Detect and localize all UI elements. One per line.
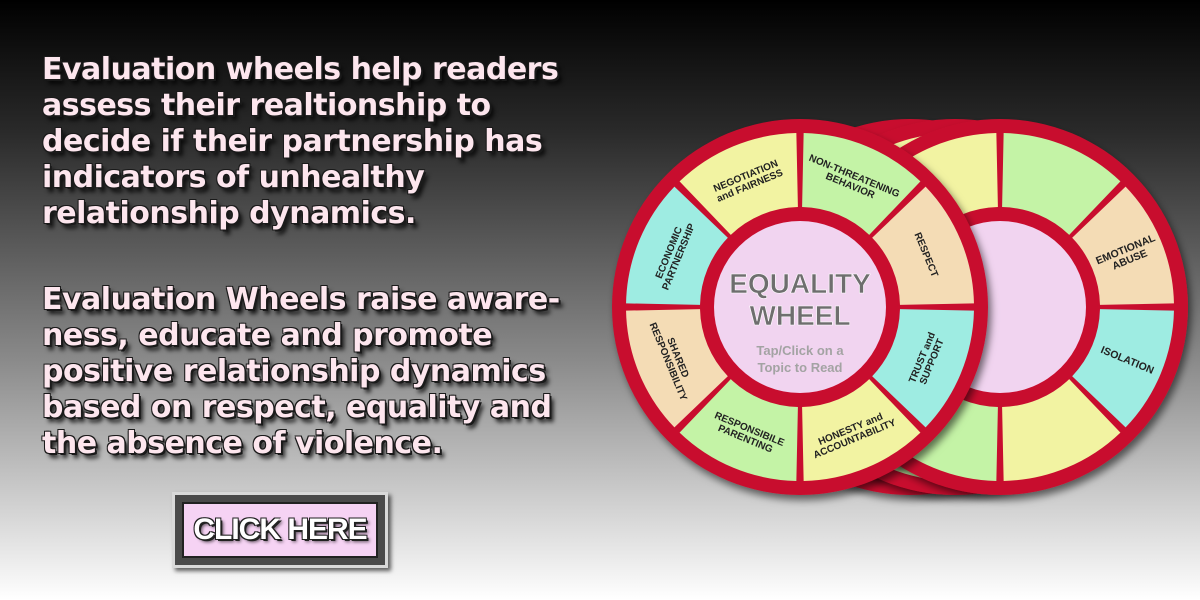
- back-wheel-1-segment-1[interactable]: [1002, 133, 1121, 235]
- equality-wheel-hub: [714, 221, 886, 393]
- equality-wheel-segment-3[interactable]: [872, 309, 974, 428]
- intro-paragraph-1: Evaluation wheels help readers assess th…: [42, 52, 559, 231]
- wheel-hint-line-1: Tap/Click on a: [756, 343, 844, 358]
- equality-wheel-segment-5[interactable]: [679, 379, 798, 481]
- wheel-hint-line-2: Topic to Read: [758, 360, 843, 375]
- wheel-title-line-2: WHEEL: [749, 300, 850, 331]
- wheel-title-line-1: EQUALITY: [729, 268, 871, 299]
- click-here-label: CLICK HERE: [193, 513, 367, 546]
- equality-wheel-segment-7[interactable]: [626, 186, 728, 305]
- equality-wheel-segment-2[interactable]: [872, 186, 974, 305]
- click-here-button[interactable]: CLICK HERE: [172, 492, 388, 568]
- equality-wheel-segment-4[interactable]: [802, 379, 921, 481]
- back-wheel-1-segment-4[interactable]: [1002, 379, 1121, 481]
- intro-paragraph-2: Evaluation Wheels raise aware- ness, edu…: [42, 282, 560, 461]
- back-wheel-1-segment-2[interactable]: [1072, 186, 1174, 305]
- click-here-button-face[interactable]: CLICK HERE: [182, 502, 378, 558]
- equality-wheel-segment-8[interactable]: [679, 133, 798, 235]
- equality-wheel-segment-6[interactable]: [626, 309, 728, 428]
- equality-wheel-segment-1[interactable]: [802, 133, 921, 235]
- back-wheel-1-segment-3[interactable]: [1072, 309, 1174, 428]
